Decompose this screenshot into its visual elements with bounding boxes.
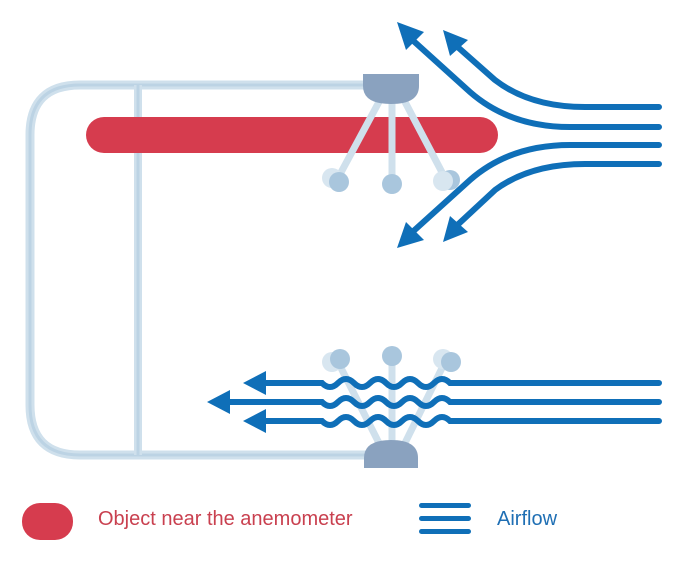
object-bar (86, 117, 498, 153)
sensor-ball (329, 172, 349, 192)
airflow-legend-label: Airflow (497, 508, 558, 530)
airflow-turbulent (222, 376, 662, 428)
airflow-line (259, 376, 662, 390)
sensor-ball (382, 174, 402, 194)
sensor-ball (433, 171, 453, 191)
airflow-arrowheads-top (397, 22, 468, 248)
sensor-head (364, 440, 418, 468)
object-legend-label: Object near the anemometer (98, 508, 353, 530)
arrowhead (397, 222, 424, 248)
arrowhead (397, 22, 424, 50)
arrowhead (443, 30, 468, 56)
top-anemometer (322, 74, 460, 194)
bottom-anemometer (322, 346, 461, 468)
sensor-ball (441, 352, 461, 372)
sensor-arm (334, 98, 384, 180)
arrowhead (243, 371, 266, 395)
arrowhead (207, 390, 230, 414)
airflow-line (405, 33, 662, 130)
airflow-line (222, 395, 662, 409)
arrowhead (443, 216, 468, 242)
airflow-diverted (405, 33, 662, 239)
sensor-ball (330, 349, 350, 369)
airflow-line (449, 161, 662, 233)
sensor-ball (382, 346, 402, 366)
airflow-legend-icon (419, 503, 471, 537)
airflow-line (449, 39, 662, 110)
arrowhead (243, 409, 266, 433)
legend: Object near the anemometer Airflow (0, 500, 687, 540)
sensor-head (363, 74, 419, 104)
airflow-arrowheads-bottom (207, 371, 266, 433)
airflow-line (259, 414, 662, 428)
sensor-arm (400, 98, 449, 180)
airflow-line (405, 142, 662, 239)
object-legend-swatch (22, 503, 73, 540)
